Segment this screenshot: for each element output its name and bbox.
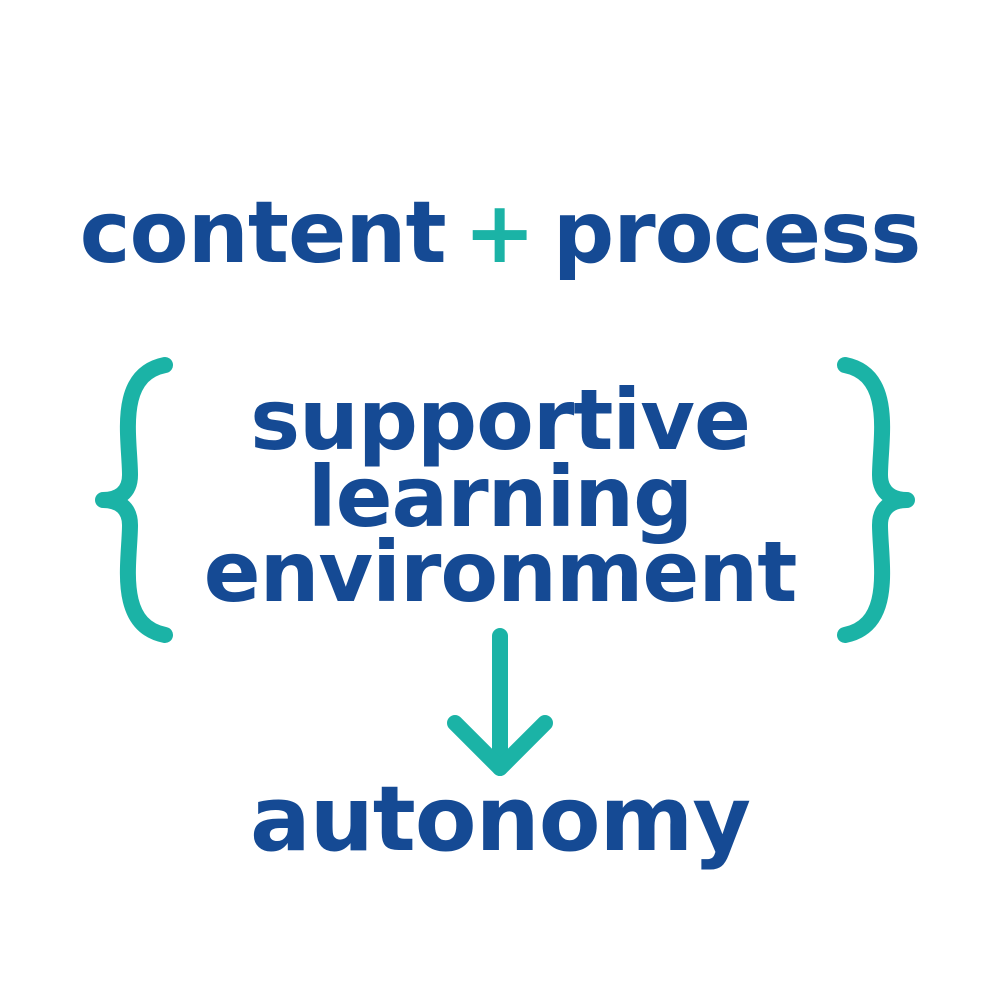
left-curly-brace-icon <box>95 357 173 643</box>
right-curly-brace-icon <box>837 357 915 643</box>
grouped-line-learning: learning <box>307 448 693 546</box>
down-arrow-icon <box>447 628 553 776</box>
grouped-line-supportive: supportive <box>250 371 751 469</box>
grouped-line-environment: environment <box>203 523 798 621</box>
autonomy-result: autonomy <box>249 767 751 872</box>
content-term: content <box>79 183 447 283</box>
plus-operator: + <box>463 183 536 283</box>
process-term: process <box>552 183 922 283</box>
equation-line: content+process <box>0 190 1000 276</box>
